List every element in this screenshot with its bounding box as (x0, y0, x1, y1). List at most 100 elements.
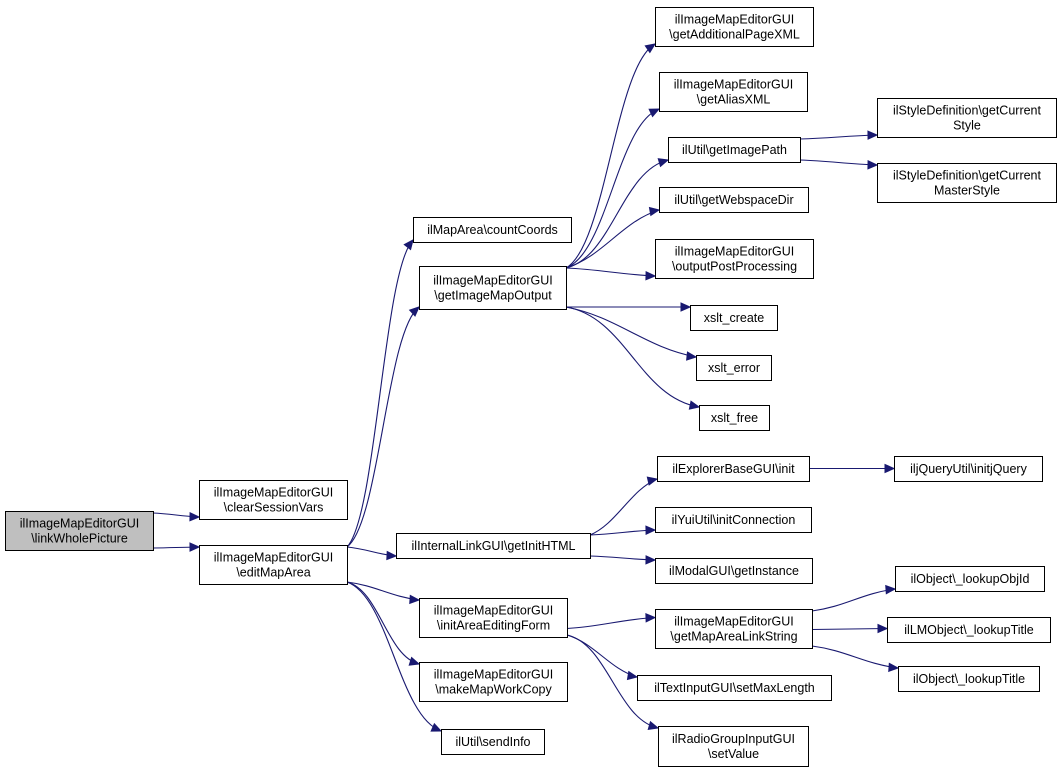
edge-line (565, 209, 660, 269)
edge-arrowhead (430, 722, 443, 732)
node-label-line: ilImageMapEditorGUI (214, 486, 334, 500)
node-box (637, 675, 832, 701)
node-label-line: ilInternalLinkGUI\getInitHTML (412, 539, 576, 553)
node-label-line: \makeMapWorkCopy (435, 683, 552, 697)
node-label-line: Style (953, 119, 981, 133)
node-label-line: \linkWholePicture (31, 532, 128, 546)
edge-arrowhead (189, 542, 201, 552)
edge-line (811, 588, 896, 612)
node-iaef[interactable]: ilImageMapEditorGUI\initAreaEditingForm (419, 598, 568, 638)
node-opp[interactable]: ilImageMapEditorGUI\outputPostProcessing (655, 239, 814, 279)
node-box (898, 666, 1040, 692)
node-box (419, 598, 568, 638)
edge-gmals-to-llt (811, 623, 889, 634)
node-label-line: \clearSessionVars (224, 501, 324, 515)
node-ebi[interactable]: ilExplorerBaseGUI\init (657, 456, 810, 482)
node-cc[interactable]: ilMapArea\countCoords (413, 217, 572, 243)
edge-gimo-to-xf (565, 306, 701, 410)
edge-iaef-to-tsml (566, 634, 639, 681)
node-label-line: \getAdditionalPageXML (669, 28, 800, 42)
edge-arrowhead (867, 160, 879, 170)
node-yui[interactable]: ilYuiUtil\initConnection (655, 507, 812, 533)
edge-ema-to-si (346, 581, 443, 732)
node-gih[interactable]: ilInternalLinkGUI\getInitHTML (396, 533, 591, 559)
node-label-line: ilUtil\sendInfo (455, 735, 530, 749)
node-label-line: xslt_create (704, 311, 764, 325)
node-lot[interactable]: ilObject\_lookupTitle (898, 666, 1040, 692)
node-ema[interactable]: ilImageMapEditorGUI\editMapArea (199, 545, 348, 585)
edge-arrowhead (644, 43, 657, 54)
node-mmwc[interactable]: ilImageMapEditorGUI\makeMapWorkCopy (419, 662, 568, 702)
node-tsml[interactable]: ilTextInputGUI\setMaxLength (637, 675, 832, 701)
edge-gimo-to-gax (565, 108, 661, 269)
node-csv[interactable]: ilImageMapEditorGUI\clearSessionVars (199, 480, 348, 520)
node-gapx[interactable]: ilImageMapEditorGUI\getAdditionalPageXML (655, 7, 814, 47)
edge-arrowhead (189, 512, 201, 522)
edge-arrowhead (403, 239, 414, 251)
node-box (895, 566, 1045, 592)
node-loi[interactable]: ilObject\_lookupObjId (895, 566, 1045, 592)
node-label-line: \initAreaEditingForm (437, 619, 550, 633)
edge-arrowhead (645, 525, 657, 535)
node-label-line: ilObject\_lookupTitle (913, 672, 1025, 686)
node-label-line: ilImageMapEditorGUI (214, 551, 334, 565)
node-label-line: ilImageMapEditorGUI (675, 13, 795, 27)
edge-line (346, 581, 442, 732)
node-box (877, 163, 1057, 203)
edge-arrowhead (645, 555, 657, 565)
node-label-line: ilStyleDefinition\getCurrent (893, 104, 1042, 118)
node-box (657, 456, 810, 482)
node-rsv[interactable]: ilRadioGroupInputGUI\setValue (658, 726, 809, 767)
node-xc[interactable]: xslt_create (690, 305, 778, 331)
node-box (199, 545, 348, 585)
node-box (441, 729, 545, 755)
edge-ema-to-gimo (346, 306, 420, 548)
edge-ema-to-mmwc (346, 581, 421, 666)
edge-gimo-to-gapx (565, 43, 657, 269)
edge-gip-to-gcms (799, 159, 879, 170)
node-label-line: ilUtil\getImagePath (682, 143, 787, 157)
edge-iaef-to-gmals (566, 613, 657, 630)
node-box (419, 266, 567, 310)
edge-arrowhead (686, 351, 698, 361)
node-label-line: ilImageMapEditorGUI (674, 78, 794, 92)
node-gax[interactable]: ilImageMapEditorGUI\getAliasXML (659, 72, 808, 112)
node-mgi[interactable]: ilModalGUI\getInstance (655, 558, 813, 584)
node-box (887, 617, 1051, 643)
edge-line (566, 634, 638, 678)
node-si[interactable]: ilUtil\sendInfo (441, 729, 545, 755)
node-gip[interactable]: ilUtil\getImagePath (668, 137, 801, 163)
edge-line (346, 306, 420, 548)
node-gimo[interactable]: ilImageMapEditorGUI\getImageMapOutput (419, 266, 567, 310)
node-label-line: ilImageMapEditorGUI (675, 245, 795, 259)
edge-gimo-to-xc (565, 302, 692, 312)
node-gmals[interactable]: ilImageMapEditorGUI\getMapAreaLinkString (655, 609, 813, 649)
node-box (199, 480, 348, 520)
edge-line (799, 159, 878, 166)
node-root[interactable]: ilImageMapEditorGUI\linkWholePicture (5, 511, 154, 551)
node-llt[interactable]: ilLMObject\_lookupTitle (887, 617, 1051, 643)
node-xe[interactable]: xslt_error (696, 355, 772, 381)
edge-line (346, 239, 414, 548)
node-label-line: xslt_error (708, 361, 760, 375)
edge-arrowhead (646, 476, 659, 486)
edge-ema-to-iaef (346, 581, 421, 605)
edge-line (799, 134, 878, 140)
node-box (413, 217, 572, 243)
edge-arrowhead (648, 206, 661, 217)
edge-arrowhead (409, 594, 421, 605)
edge-gimo-to-xe (565, 306, 698, 361)
edge-arrowhead (688, 400, 701, 410)
edge-line (566, 634, 659, 729)
node-box (655, 7, 814, 47)
edge-arrowhead (386, 550, 398, 561)
node-box (690, 305, 778, 331)
node-gwd[interactable]: ilUtil\getWebspaceDir (659, 187, 809, 213)
node-label-line: ilMapArea\countCoords (427, 223, 558, 237)
node-xf[interactable]: xslt_free (699, 405, 770, 431)
edge-line (565, 108, 660, 269)
edge-line (565, 306, 700, 408)
node-ijq[interactable]: iljQueryUtil\initjQuery (894, 456, 1043, 482)
